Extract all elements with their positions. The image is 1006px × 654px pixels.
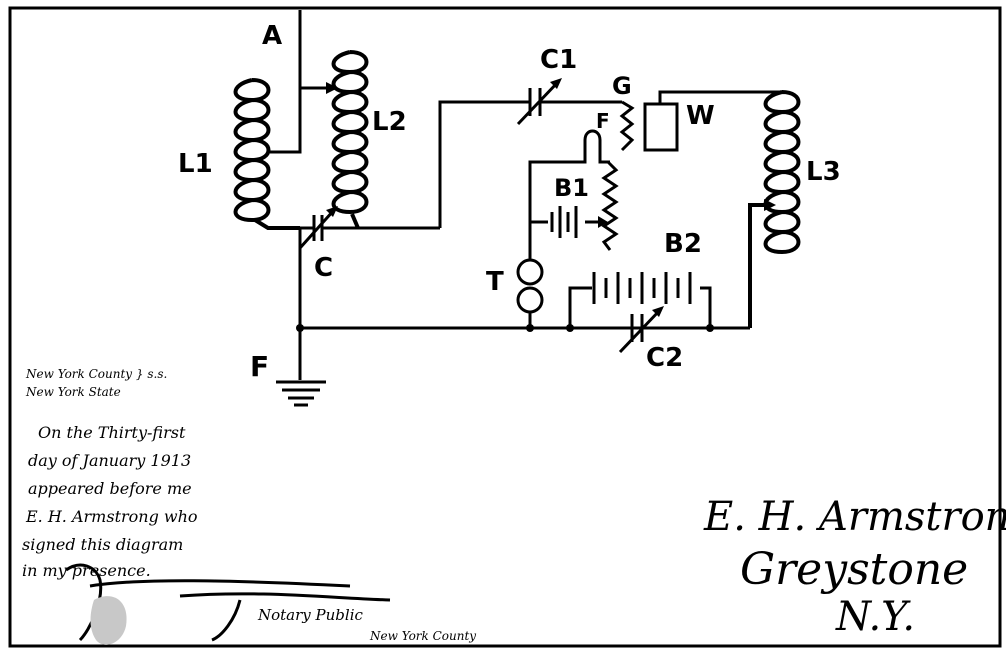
junction-dot [526,324,534,332]
antenna-wire [270,10,338,154]
capacitor-C2 [618,306,664,354]
notary-seal-smudge [90,596,127,645]
label-G: G [612,72,632,100]
coil-L1 [233,78,300,230]
signature-line2: Greystone [740,544,968,595]
notary-line: day of January 1913 [28,451,191,470]
label-W: W [686,101,715,131]
label-B1: B1 [554,174,589,202]
label-L1: L1 [178,149,213,179]
label-F-filament: F [596,109,610,133]
telephone-T [516,258,544,328]
notary-title: Notary Public [257,606,363,624]
label-C: C [314,253,333,283]
label-A: A [262,21,282,51]
notary-line: New York State [25,385,121,399]
plate-W [643,102,679,152]
armstrong-signature: E. H. Armstrong Greystone N.Y. [703,494,1006,640]
label-C2: C2 [646,343,683,373]
notary-line: in my presence. [22,561,151,580]
notary-statement: New York County } s.s. New York State On… [22,367,198,580]
notary-line: signed this diagram [22,535,183,554]
notary-line: E. H. Armstrong who [25,507,198,526]
notary-line: New York County } s.s. [25,367,167,381]
notary-county: New York County [369,629,476,643]
filament-circuit [528,129,619,260]
ground-wire [276,228,750,407]
signature-line1: E. H. Armstrong [703,494,1006,540]
capacitor-C [298,206,440,250]
notary-line: On the Thirty-first [38,423,186,442]
label-C1: C1 [540,45,577,75]
label-L2: L2 [372,107,407,137]
coil-L2 [331,50,369,229]
label-T: T [486,267,504,297]
grid-wire [438,78,622,228]
junction-dot [706,324,714,332]
notary-line: appeared before me [28,479,192,498]
label-L3: L3 [806,157,841,187]
battery-B2 [568,272,712,328]
label-B2: B2 [664,229,702,259]
plate-wire [658,90,782,104]
junction-dot [566,324,574,332]
grid-G [619,100,635,152]
signature-line3: N.Y. [835,594,915,640]
notary-signature [65,563,391,642]
page-border [8,6,1002,648]
label-F-ground: F [250,350,269,383]
junction-dot [296,324,304,332]
coil-L3 [748,90,801,328]
